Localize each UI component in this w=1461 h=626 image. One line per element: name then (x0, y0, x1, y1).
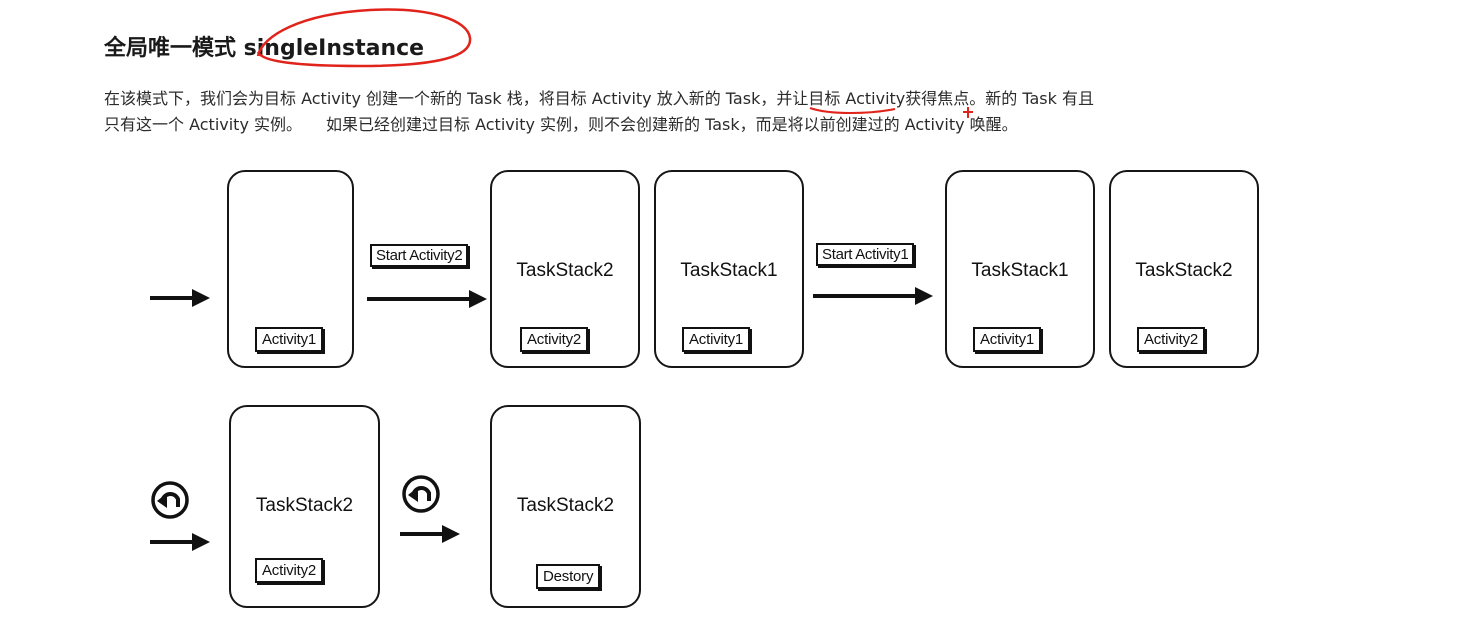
activity-box: Activity2 (255, 558, 324, 583)
task-stack-2-background: TaskStack2 Activity2 (1109, 170, 1259, 368)
description-paragraph: 在该模式下，我们会为目标 Activity 创建一个新的 Task 栈，将目标 … (104, 86, 1334, 138)
stack-title: TaskStack2 (516, 495, 615, 516)
section-heading: 全局唯一模式 singleInstance (104, 36, 425, 61)
task-stack-2-destroyed: TaskStack2 Destory (490, 405, 641, 608)
stack-title: TaskStack2 (516, 260, 614, 281)
back-icon (402, 475, 440, 513)
activity-box: Activity1 (255, 327, 324, 352)
destroy-box: Destory (536, 564, 601, 589)
right-arrow-icon (367, 290, 487, 308)
back-icon (151, 481, 189, 519)
stack-title: TaskStack2 (255, 495, 354, 516)
activity-box: Activity1 (682, 327, 751, 352)
description-line-1: 在该模式下，我们会为目标 Activity 创建一个新的 Task 栈，将目标 … (104, 89, 1094, 108)
activity-box: Activity1 (973, 327, 1042, 352)
task-stack-1-resumed: TaskStack1 Activity1 (945, 170, 1095, 368)
start-activity1-label: Start Activity1 (816, 243, 915, 266)
right-arrow-icon (400, 525, 460, 543)
stack-title: TaskStack1 (971, 260, 1069, 281)
task-stack-2-new: TaskStack2 Activity2 (490, 170, 640, 368)
description-line-2: 只有这一个 Activity 实例。 如果已经创建过目标 Activity 实例… (104, 115, 1018, 134)
entry-arrow-icon (150, 289, 210, 307)
task-stack-1: TaskStack1 Activity1 (654, 170, 804, 368)
stack-title: TaskStack2 (1135, 260, 1233, 281)
activity-box: Activity2 (520, 327, 589, 352)
task-stack-initial: Activity1 (227, 170, 354, 368)
stack-title: TaskStack1 (680, 260, 778, 281)
right-arrow-icon (813, 287, 933, 305)
task-stack-2-after-back: TaskStack2 Activity2 (229, 405, 380, 608)
start-activity2-label: Start Activity2 (370, 244, 469, 267)
right-arrow-icon (150, 533, 210, 551)
activity-box: Activity2 (1137, 327, 1206, 352)
